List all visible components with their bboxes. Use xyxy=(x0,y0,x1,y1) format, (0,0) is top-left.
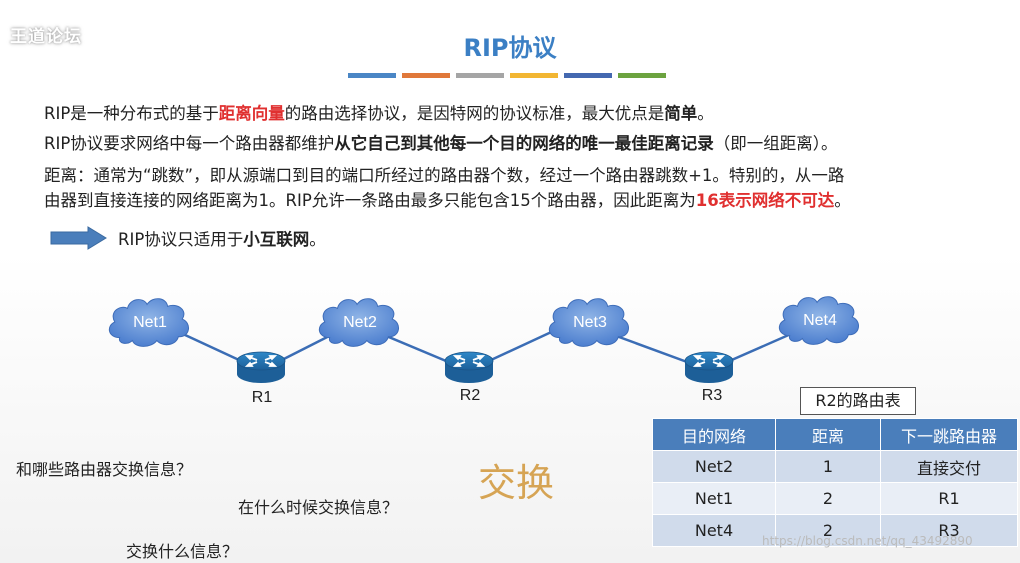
cell-next-hop: R3 xyxy=(880,514,1018,547)
cell-destination: Net2 xyxy=(652,450,776,483)
r3-router-icon xyxy=(684,351,734,384)
r2-router-icon xyxy=(444,351,494,384)
bar-yellow xyxy=(510,73,558,78)
table-row: Net4 2 R3 xyxy=(652,514,1018,547)
question-2: 在什么时候交换信息？ xyxy=(238,498,399,517)
routing-table-header: 目的网络 距离 下一跳路由器 xyxy=(652,418,1018,451)
table-row: Net2 1 直接交付 xyxy=(652,450,1018,483)
paragraph-3-line-2: 由器到直接连接的网络距离为1。RIP允许一条路由最多只能包含15个路由器，因此距… xyxy=(44,191,851,210)
col-header-distance: 距离 xyxy=(775,418,881,451)
cell-next-hop: 直接交付 xyxy=(880,450,1018,483)
net1-label: Net1 xyxy=(133,314,167,331)
logo: 王道论坛 xyxy=(10,27,82,47)
cell-destination: Net1 xyxy=(652,482,776,515)
bar-gray xyxy=(456,73,504,78)
col-header-destination: 目的网络 xyxy=(652,418,776,451)
watermark: https://blog.csdn.net/qq_43492890 xyxy=(762,534,973,548)
routing-table: 目的网络 距离 下一跳路由器 Net2 1 直接交付 Net1 2 R1 Net… xyxy=(652,418,1018,547)
r1-label: R1 xyxy=(252,389,273,406)
table-row: Net1 2 R1 xyxy=(652,482,1018,515)
r2-label: R2 xyxy=(460,387,481,404)
note-text: RIP协议只适用于小互联网。 xyxy=(118,230,326,249)
cell-distance: 2 xyxy=(775,482,881,515)
exchange-word: 交换 xyxy=(478,461,555,505)
bar-orange xyxy=(402,73,450,78)
right-arrow-icon xyxy=(50,226,107,250)
col-header-next-hop: 下一跳路由器 xyxy=(880,418,1018,451)
r1-router-icon xyxy=(236,351,286,384)
bar-green xyxy=(618,73,666,78)
page-title: RIP协议 xyxy=(463,34,557,62)
cell-next-hop: R1 xyxy=(880,482,1018,515)
paragraph-1: RIP是一种分布式的基于距离向量的路由选择协议，是因特网的协议标准，最大优点是简… xyxy=(44,104,714,123)
bar-blue xyxy=(348,73,396,78)
net2-label: Net2 xyxy=(343,314,377,331)
title-underline-bars xyxy=(348,73,666,78)
cell-distance: 2 xyxy=(775,514,881,547)
routing-table-caption: R2的路由表 xyxy=(800,387,916,415)
question-3: 交换什么信息？ xyxy=(126,542,239,561)
r3-label: R3 xyxy=(702,387,723,404)
paragraph-2: RIP协议要求网络中每一个路由器都维护从它自己到其他每一个目的网络的唯一最佳距离… xyxy=(44,134,838,153)
net3-label: Net3 xyxy=(573,314,607,331)
bar-navy xyxy=(564,73,612,78)
cell-destination: Net4 xyxy=(652,514,776,547)
question-1: 和哪些路由器交换信息？ xyxy=(16,460,193,479)
cell-distance: 1 xyxy=(775,450,881,483)
paragraph-3-line-1: 距离：通常为“跳数”，即从源端口到目的端口所经过的路由器个数，经过一个路由器跳数… xyxy=(44,166,845,185)
net4-label: Net4 xyxy=(803,312,837,329)
